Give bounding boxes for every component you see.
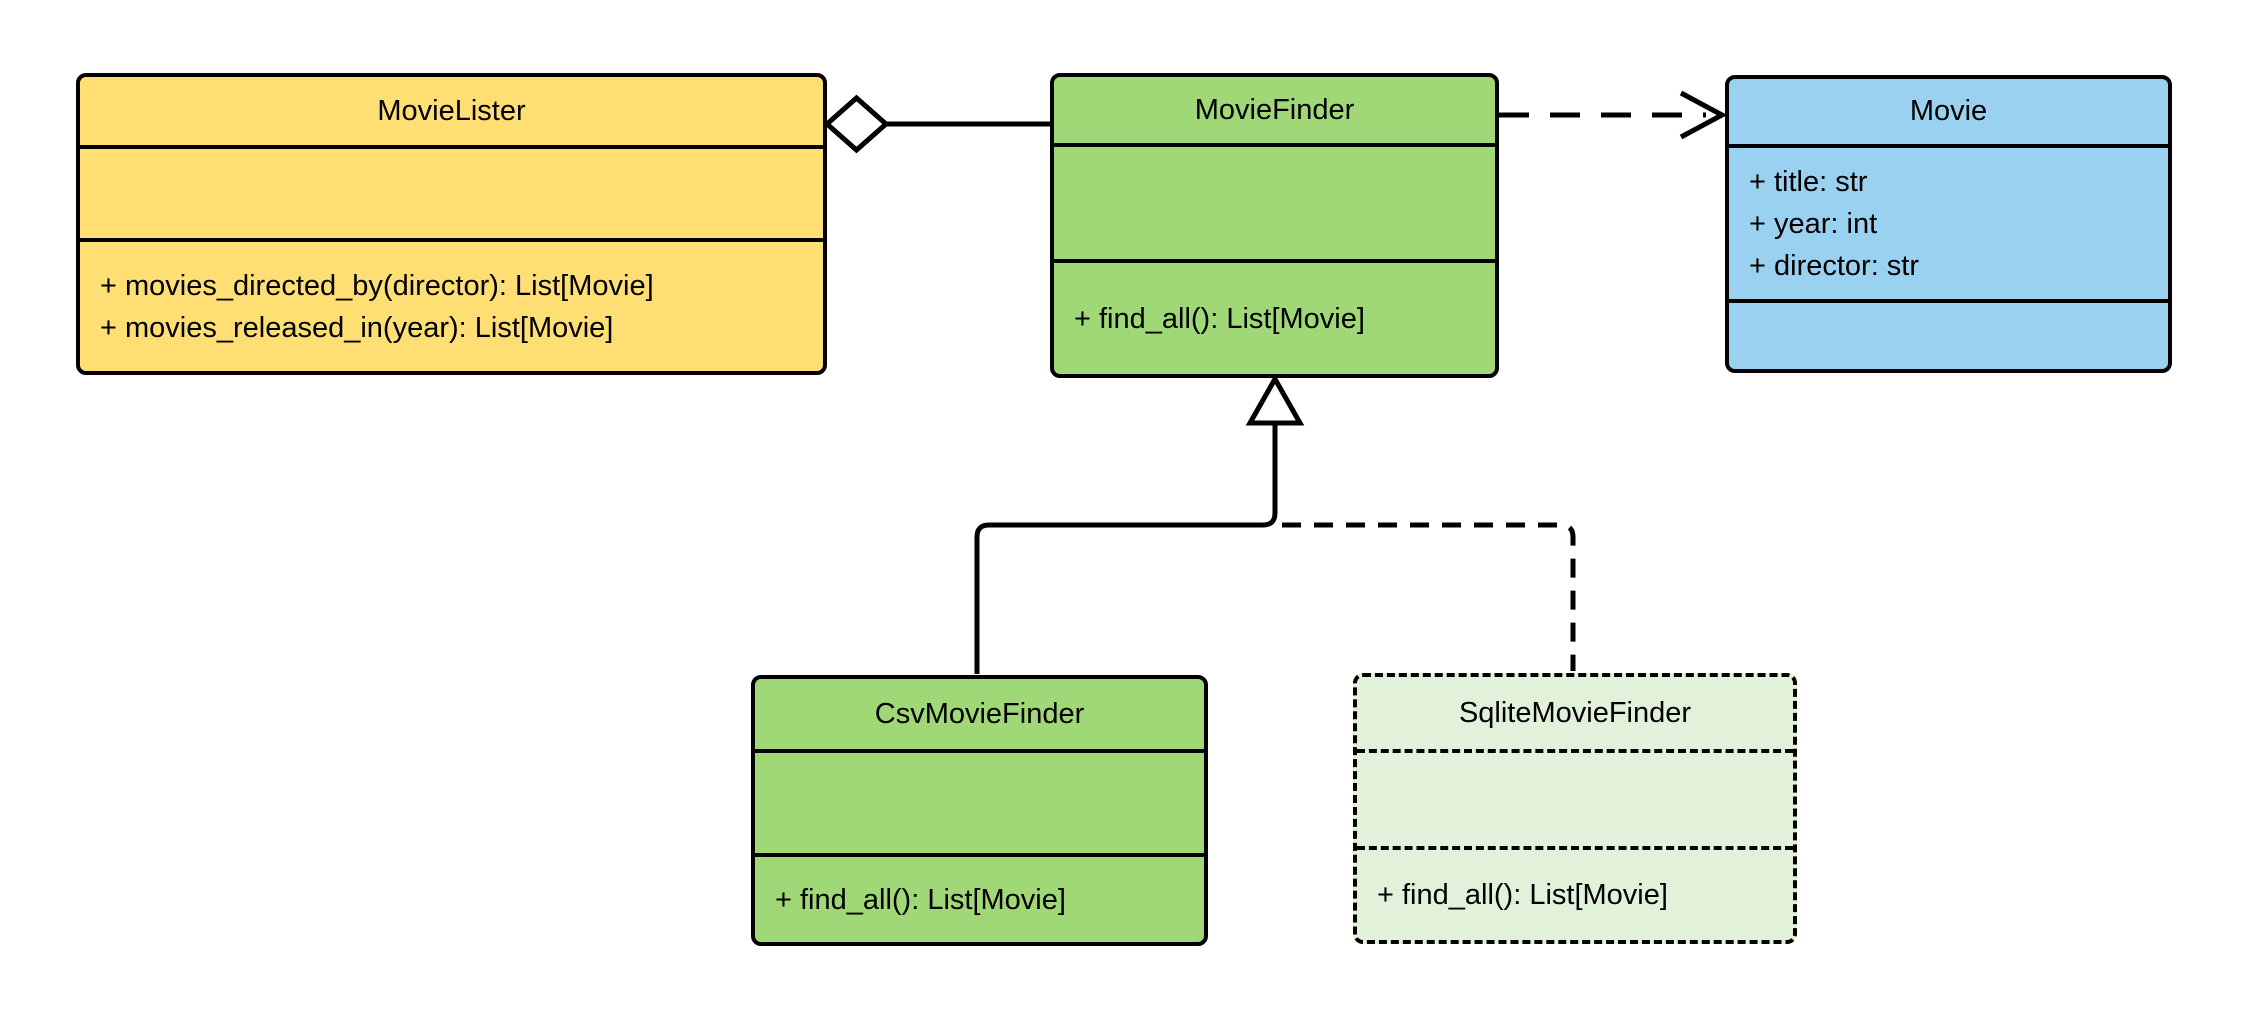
class-title: SqliteMovieFinder [1357, 677, 1793, 753]
class-attributes [80, 149, 823, 242]
class-methods: + find_all(): List[Movie] [755, 857, 1204, 942]
inheritance-connector-csv[interactable] [974, 373, 1305, 674]
class-movie-finder[interactable]: MovieFinder + find_all(): List[Movie] [1050, 73, 1499, 378]
class-methods: + movies_directed_by(director): List[Mov… [80, 242, 823, 371]
dependency-connector[interactable] [1499, 90, 1728, 140]
class-title: MovieLister [80, 77, 823, 149]
dependency-arrowhead-icon [1679, 90, 1728, 140]
aggregation-connector[interactable] [823, 94, 1050, 154]
class-methods: + find_all(): List[Movie] [1357, 850, 1793, 940]
method-row: + movies_directed_by(director): List[Mov… [100, 269, 654, 302]
method-row: + movies_released_in(year): List[Movie] [100, 311, 614, 344]
attribute-row: + director: str [1749, 249, 1920, 282]
class-csv-movie-finder[interactable]: CsvMovieFinder + find_all(): List[Movie] [751, 675, 1208, 946]
class-movie[interactable]: Movie + title: str + year: int + directo… [1725, 75, 2172, 373]
class-attributes [755, 753, 1204, 857]
inheritance-connector-sqlite[interactable] [1282, 522, 1576, 671]
method-row: + find_all(): List[Movie] [1377, 879, 1668, 911]
method-row: + find_all(): List[Movie] [775, 883, 1066, 916]
inheritance-solid-line [974, 423, 1278, 674]
class-title: MovieFinder [1054, 77, 1495, 147]
inheritance-triangle-icon [1245, 373, 1305, 426]
class-attributes [1357, 753, 1793, 850]
aggregation-diamond-icon [823, 94, 890, 154]
class-attributes [1054, 147, 1495, 263]
class-attributes: + title: str + year: int + director: str [1729, 148, 2168, 303]
attribute-row: + year: int [1749, 207, 1878, 240]
class-sqlite-movie-finder[interactable]: SqliteMovieFinder + find_all(): List[Mov… [1353, 673, 1797, 944]
class-title: CsvMovieFinder [755, 679, 1204, 753]
inheritance-dashed-line [1282, 522, 1576, 671]
class-movie-lister[interactable]: MovieLister + movies_directed_by(directo… [76, 73, 827, 375]
class-methods [1729, 303, 2168, 369]
class-title: Movie [1729, 79, 2168, 148]
class-methods: + find_all(): List[Movie] [1054, 263, 1495, 374]
method-row: + find_all(): List[Movie] [1074, 302, 1365, 335]
attribute-row: + title: str [1749, 165, 1868, 198]
